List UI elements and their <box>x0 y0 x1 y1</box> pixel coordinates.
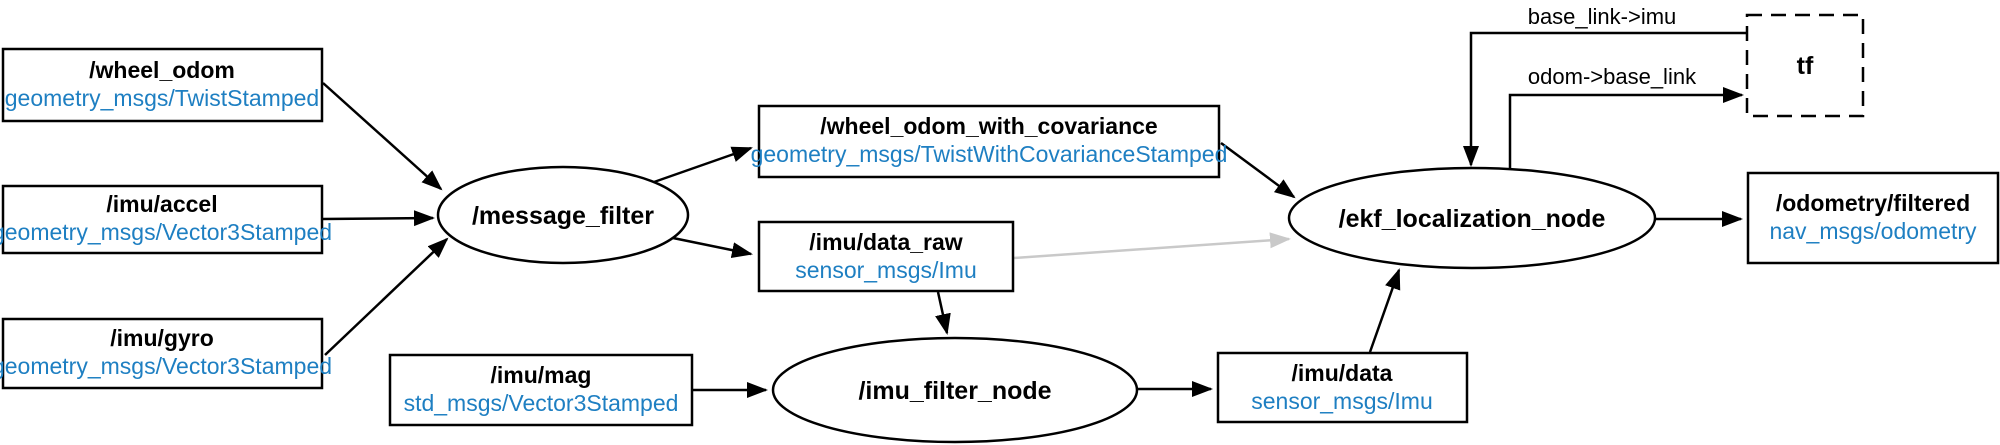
topic-imu-accel-box <box>1 184 324 255</box>
edge-imu-data-raw-to-imu-filter-node <box>935 291 951 335</box>
tf-frame-box <box>1745 13 1865 118</box>
topic-wheel-odom-box <box>1 47 324 123</box>
topic-wheel-odom-with-covariance-box <box>757 104 1221 179</box>
edge-message-filter-to-wheel-odom-with-covariance <box>653 146 753 184</box>
topic-wheel-odom-type: geometry_msgs/TwistStamped <box>5 85 319 111</box>
tf-frame-label: tf <box>1797 52 1814 80</box>
topic-wheel-odom-with-covariance: /wheel_odom_with_covariance geometry_msg… <box>751 104 1228 179</box>
edge-imu-accel-to-message-filter <box>321 210 435 227</box>
node-message-filter-label: /message_filter <box>472 202 654 230</box>
topic-wheel-odom-with-covariance-name: /wheel_odom_with_covariance <box>820 113 1157 139</box>
topic-imu-mag-type: std_msgs/Vector3Stamped <box>404 390 679 416</box>
topic-imu-gyro-box <box>1 317 324 390</box>
topic-imu-data-raw-type: sensor_msgs/Imu <box>795 257 977 283</box>
topic-imu-data-name: /imu/data <box>1292 360 1393 386</box>
node-ekf-localization-node-shape <box>1287 166 1657 270</box>
topic-wheel-odom-with-covariance-type: geometry_msgs/TwistWithCovarianceStamped <box>751 141 1228 167</box>
topic-imu-mag-name: /imu/mag <box>491 362 592 388</box>
topic-odometry-filtered: /odometry/filtered nav_msgs/odometry <box>1746 171 2000 265</box>
topic-imu-mag-box <box>388 353 694 427</box>
topic-imu-mag: /imu/mag std_msgs/Vector3Stamped <box>388 353 694 427</box>
node-ekf-localization-node-label: /ekf_localization_node <box>1339 205 1606 233</box>
edge-message-filter-to-imu-data-raw <box>672 236 753 259</box>
topic-wheel-odom-name: /wheel_odom <box>89 57 235 83</box>
topic-imu-accel: /imu/accel geometry_msgs/Vector3Stamped <box>0 184 332 255</box>
node-message-filter-shape <box>436 165 690 265</box>
topic-imu-data: /imu/data sensor_msgs/Imu <box>1216 351 1469 424</box>
topic-wheel-odom: /wheel_odom geometry_msgs/TwistStamped <box>1 47 324 123</box>
topic-imu-accel-type: geometry_msgs/Vector3Stamped <box>0 219 332 245</box>
node-imu-filter-node: /imu_filter_node <box>771 336 1139 444</box>
topic-imu-gyro-type: geometry_msgs/Vector3Stamped <box>0 353 332 379</box>
topic-imu-gyro: /imu/gyro geometry_msgs/Vector3Stamped <box>0 317 332 390</box>
topic-imu-data-raw-box <box>757 220 1015 293</box>
edge-imu-data-raw-to-ekf-inactive <box>1013 232 1291 260</box>
edge-label-base-link-imu: base_link->imu <box>1528 4 1677 29</box>
edge-imu-data-to-ekf <box>1368 268 1401 353</box>
topic-odometry-filtered-type: nav_msgs/odometry <box>1769 218 1977 244</box>
node-message-filter: /message_filter <box>436 165 690 265</box>
node-ekf-localization-node: /ekf_localization_node <box>1287 166 1657 270</box>
edge-label-odom-base-link: odom->base_link <box>1528 64 1697 89</box>
topic-imu-data-type: sensor_msgs/Imu <box>1251 388 1433 414</box>
topic-odometry-filtered-name: /odometry/filtered <box>1776 190 1970 216</box>
topic-imu-gyro-name: /imu/gyro <box>110 325 214 351</box>
topic-imu-data-box <box>1216 351 1469 424</box>
topic-imu-data-raw-name: /imu/data_raw <box>809 229 962 255</box>
edge-ekf-to-tf-odom-base-link <box>1508 87 1744 169</box>
edge-imu-gyro-to-message-filter <box>324 237 449 356</box>
edge-wheel-odom-to-message-filter <box>322 82 443 191</box>
node-imu-filter-node-shape <box>771 336 1139 444</box>
node-imu-filter-node-label: /imu_filter_node <box>858 377 1051 405</box>
topic-imu-data-raw: /imu/data_raw sensor_msgs/Imu <box>757 220 1015 293</box>
topic-imu-accel-name: /imu/accel <box>106 191 217 217</box>
edge-wheel-odom-with-covariance-to-ekf <box>1220 141 1296 199</box>
topic-odometry-filtered-box <box>1746 171 2000 265</box>
edge-tf-to-ekf-base-link-imu <box>1463 31 1747 167</box>
tf-frame: tf <box>1745 13 1865 118</box>
